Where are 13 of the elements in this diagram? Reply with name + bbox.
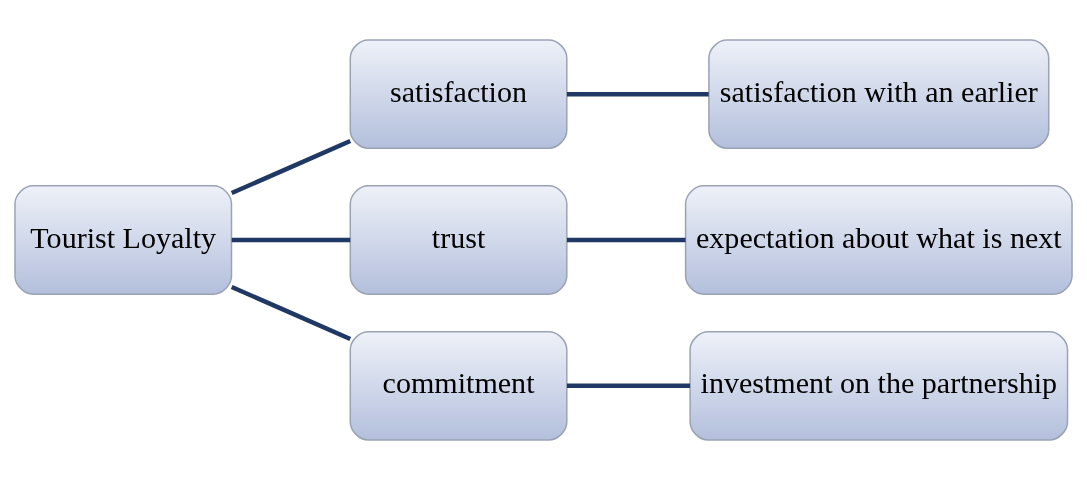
node-box: commitment [349,330,568,441]
node-box: satisfaction [349,39,568,150]
node-box: Tourist Loyalty [14,185,233,295]
node-box: trust [349,185,568,295]
connector [231,237,351,243]
node-box: investment on the partnership [689,330,1069,441]
connector [230,138,352,196]
connector [566,237,686,243]
node-box: expectation about what is next [684,185,1073,295]
node-box: satisfaction with an earlier [708,39,1050,150]
connector [566,383,691,389]
connector [566,91,709,97]
connector [230,284,352,342]
